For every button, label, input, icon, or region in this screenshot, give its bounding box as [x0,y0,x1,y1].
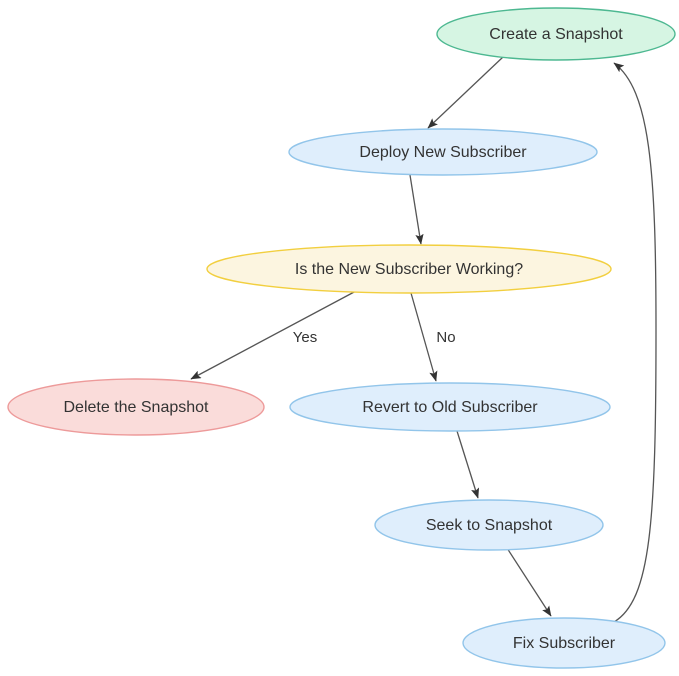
node-delete-the-snapshot[interactable]: Delete the Snapshot [7,378,265,436]
node-shape-deploy-new-subscriber[interactable] [288,128,598,176]
node-shape-fix-subscriber[interactable] [462,617,666,669]
nodes-layer: Create a Snapshot Deploy New Subscriber … [7,7,676,669]
node-shape-is-the-new-subscriber-working[interactable] [206,244,612,294]
node-create-a-snapshot[interactable]: Create a Snapshot [436,7,676,61]
node-fix-subscriber[interactable]: Fix Subscriber [462,617,666,669]
edge-seek-to-fix [506,547,552,617]
edge-fix-to-create [613,62,657,623]
edge-working-to-delete-yes [190,290,357,380]
node-label-seek-to-snapshot: Seek to Snapshot [426,517,553,534]
node-shape-revert-to-old-subscriber[interactable] [289,382,611,432]
edge-create-to-deploy [427,56,504,129]
node-revert-to-old-subscriber[interactable]: Revert to Old Subscriber [289,382,611,432]
edge-working-to-revert-no [410,292,438,382]
edges-layer [190,56,657,623]
edge-labels-layer: Yes No [293,329,456,346]
node-is-the-new-subscriber-working[interactable]: Is the New Subscriber Working? [206,244,612,294]
node-label-revert-to-old-subscriber: Revert to Old Subscriber [362,399,538,416]
edge-revert-to-seek [456,430,480,499]
node-deploy-new-subscriber[interactable]: Deploy New Subscriber [288,128,598,176]
node-shape-create-a-snapshot[interactable] [436,7,676,61]
node-shape-seek-to-snapshot[interactable] [374,499,604,551]
node-label-deploy-new-subscriber: Deploy New Subscriber [359,144,527,161]
node-label-delete-the-snapshot: Delete the Snapshot [64,399,210,416]
edge-label-no: No [436,329,455,346]
node-label-is-the-new-subscriber-working: Is the New Subscriber Working? [295,261,523,278]
edge-label-yes: Yes [293,329,317,346]
node-label-create-a-snapshot: Create a Snapshot [489,26,623,43]
node-shape-delete-the-snapshot[interactable] [7,378,265,436]
node-label-fix-subscriber: Fix Subscriber [513,635,616,652]
node-seek-to-snapshot[interactable]: Seek to Snapshot [374,499,604,551]
edge-deploy-to-working [409,174,424,245]
